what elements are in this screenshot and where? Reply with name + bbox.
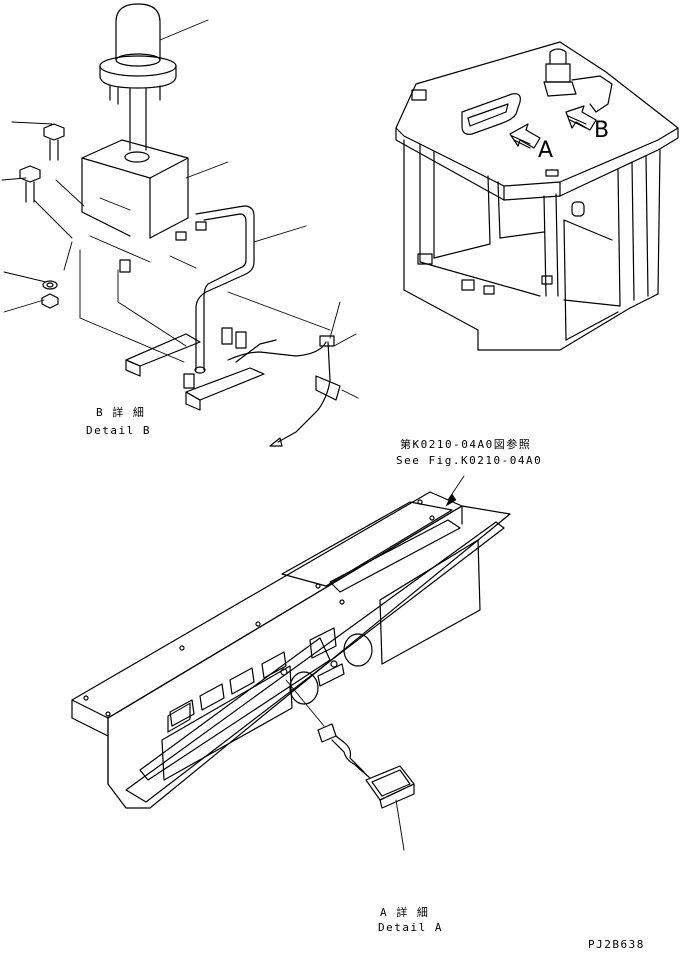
detail-a-dashboard-panel — [71, 475, 511, 851]
spacers — [119, 221, 247, 389]
view-marker-a: A — [538, 138, 554, 163]
mounting-bases — [125, 333, 265, 411]
handrail-tube — [194, 205, 255, 374]
beacon-lamp — [99, 3, 177, 151]
detail-b-label-en: Detail B — [86, 424, 151, 437]
view-arrow-b — [565, 105, 597, 131]
detail-a-label-jp: A 詳 細 — [380, 906, 430, 919]
detail-b-beacon-assembly — [1, 3, 359, 447]
cab-overview — [395, 41, 679, 351]
view-arrow-a — [509, 123, 541, 149]
detail-a-label-en: Detail A — [378, 921, 443, 934]
cab-roof — [395, 41, 679, 187]
beacon-bracket — [81, 139, 189, 239]
detail-b-label-jp: B 詳 細 — [96, 406, 146, 419]
reference-en: See Fig.K0210-04A0 — [396, 454, 543, 467]
view-marker-b: B — [594, 118, 610, 143]
reference-jp: 第K0210-04A0図参照 — [400, 438, 532, 451]
drawing-code: PJ2B638 — [588, 938, 645, 951]
wire-harness — [227, 335, 341, 447]
bolts-and-nuts — [19, 123, 65, 309]
leader-lines — [1, 19, 359, 399]
